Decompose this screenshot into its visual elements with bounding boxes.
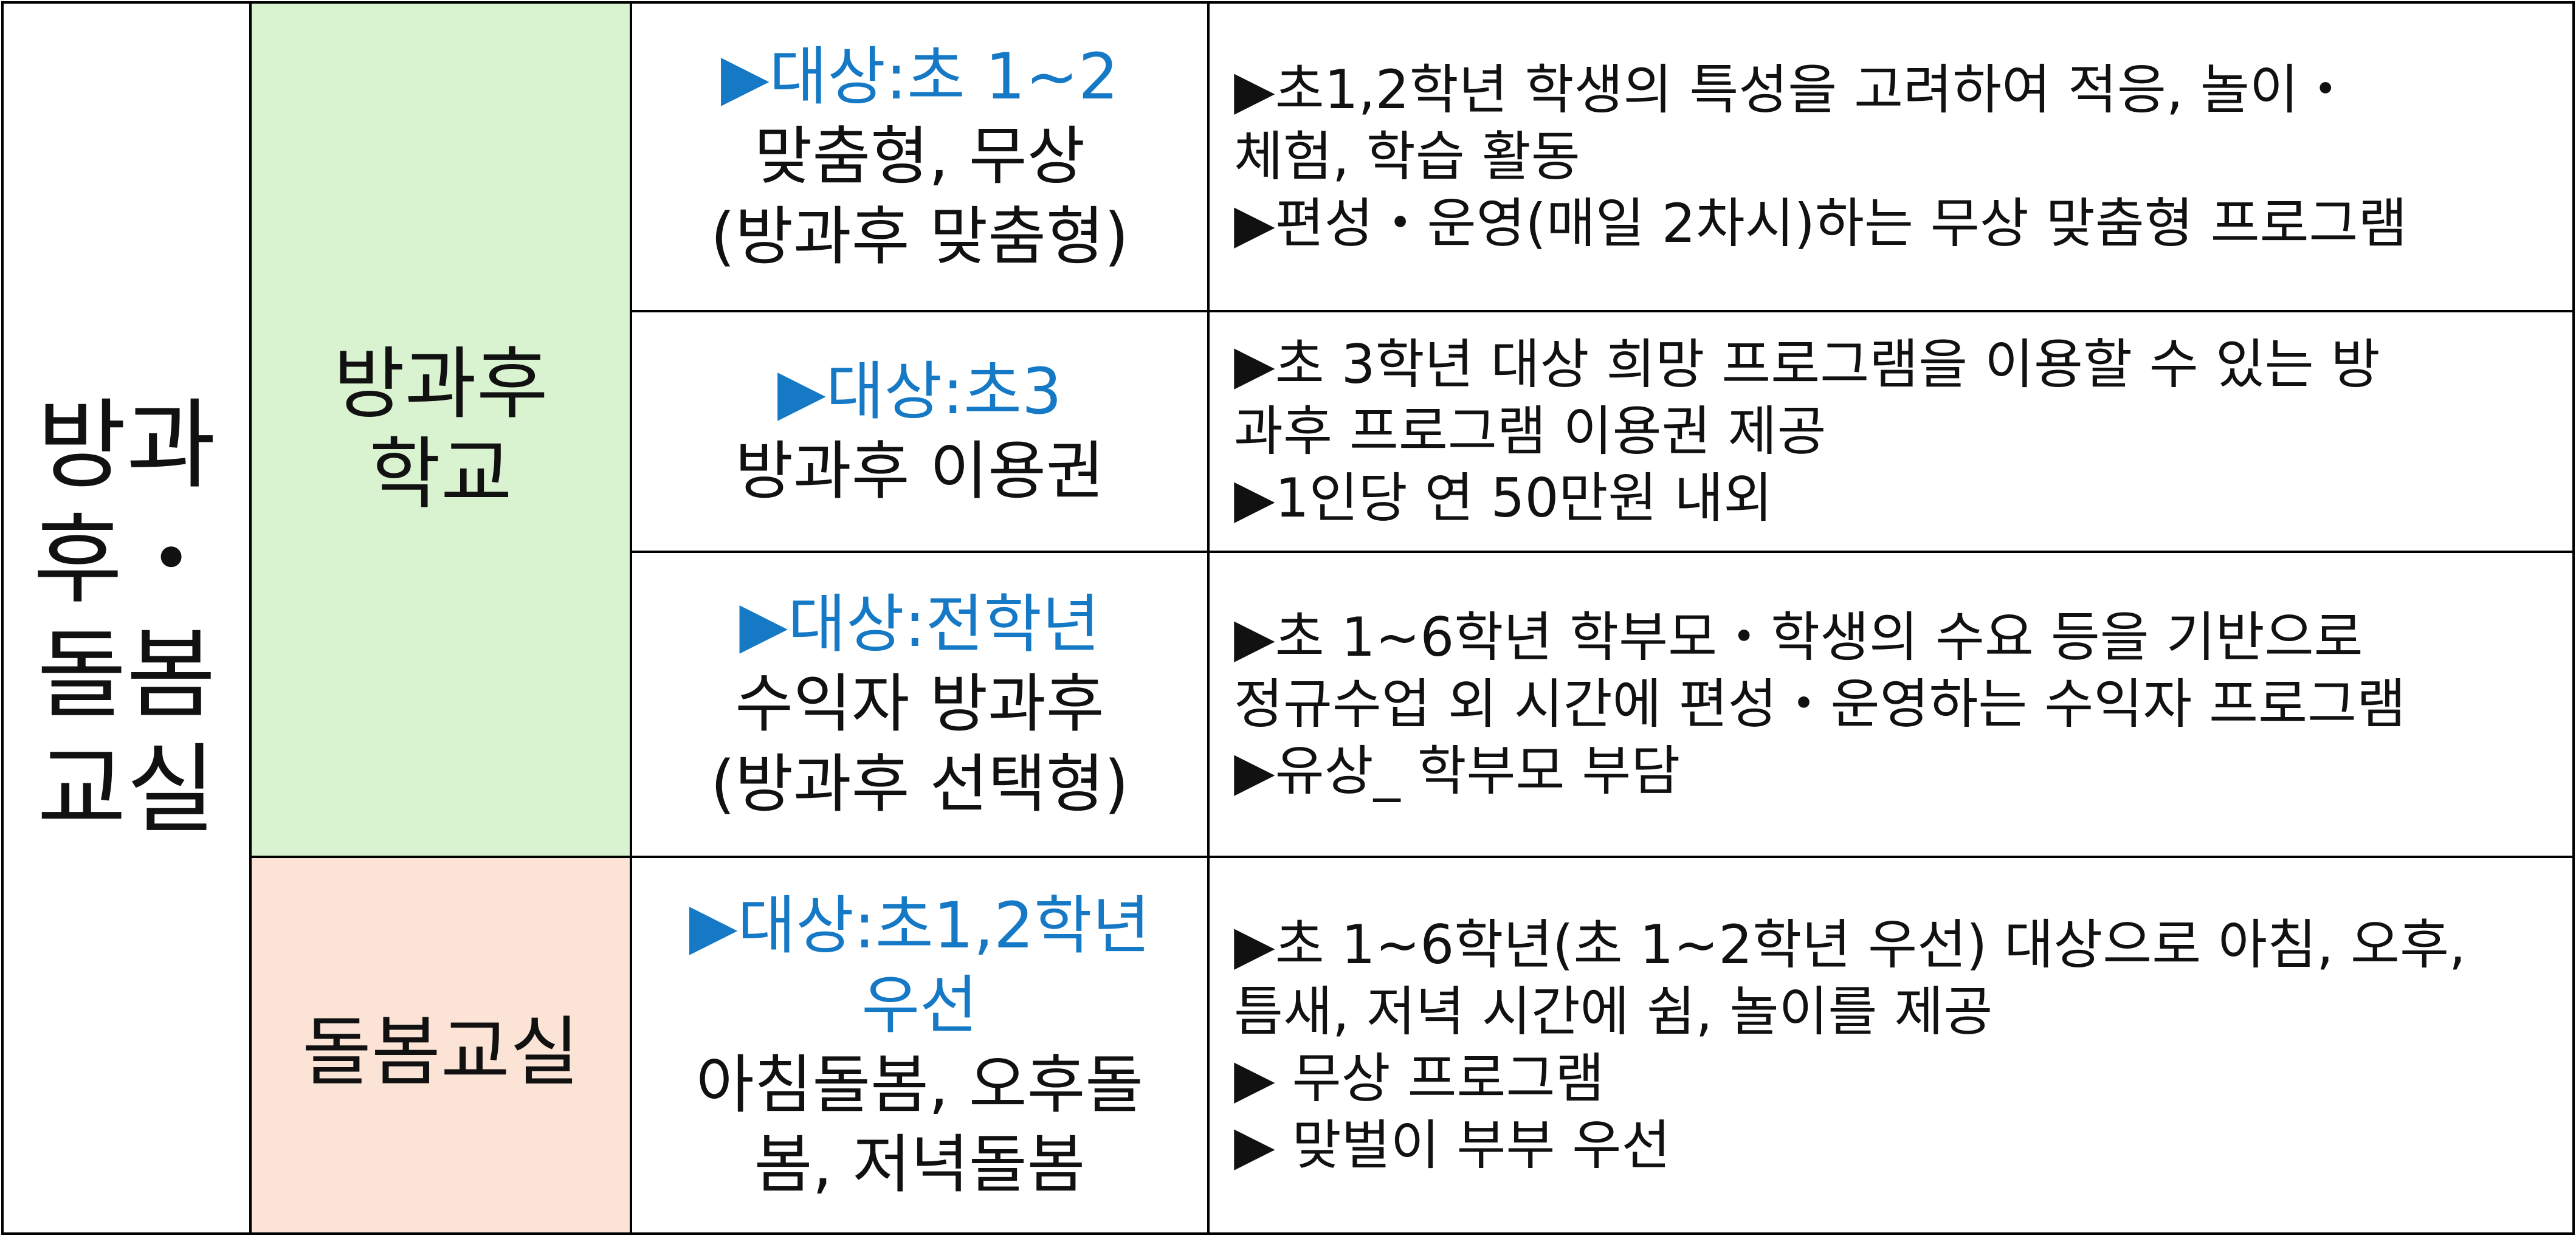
program-target: ▶대상:초1,2학년 [689, 888, 1151, 963]
subcategory-label: 돌봄교실 [301, 1009, 580, 1096]
program-name-cell: ▶대상:초 1~2 맞춤형, 무상 (방과후 맞춤형) [630, 1, 1210, 312]
category-line: 교실 [36, 732, 216, 847]
detail-line: ▶1인당 연 50만원 내외 [1234, 467, 1773, 529]
program-detail-cell: ▶초 3학년 대상 희망 프로그램을 이용할 수 있는 방 과후 프로그램 이용… [1207, 310, 2575, 553]
category-cell: 방과 후・ 돌봄 교실 [1, 1, 252, 1235]
program-detail-cell: ▶초 1~6학년 학부모・학생의 수요 등을 기반으로 정규수업 외 시간에 편… [1207, 551, 2575, 858]
detail-line: 체험, 학습 활동 [1234, 125, 1580, 188]
detail-line: ▶편성・운영(매일 2차시)하는 무상 맞춤형 프로그램 [1234, 192, 2408, 255]
program-target: ▶대상:초 1~2 [720, 40, 1119, 114]
subcategory-label: 방과후 [333, 338, 548, 430]
detail-line: ▶초1,2학년 학생의 특성을 고려하여 적응, 놀이・ [1234, 58, 2352, 121]
program-target: ▶대상:초3 [777, 354, 1062, 428]
program-name-cell: ▶대상:초1,2학년 우선 아침돌봄, 오후돌 봄, 저녁돌봄 [630, 856, 1210, 1235]
program-name: (방과후 맞춤형) [710, 199, 1129, 273]
program-name-cell: ▶대상:전학년 수익자 방과후 (방과후 선택형) [630, 551, 1210, 858]
program-name: 수익자 방과후 [735, 667, 1104, 741]
category-line: 방과 [36, 388, 216, 503]
subcategory-care-room: 돌봄교실 [249, 856, 632, 1235]
program-detail-cell: ▶초1,2학년 학생의 특성을 고려하여 적응, 놀이・ 체험, 학습 활동 ▶… [1207, 1, 2575, 312]
program-name: 맞춤형, 무상 [754, 119, 1086, 194]
program-detail-cell: ▶초 1~6학년(초 1~2학년 우선) 대상으로 아침, 오후, 틈새, 저녁… [1207, 856, 2575, 1235]
detail-line: ▶초 3학년 대상 희망 프로그램을 이용할 수 있는 방 [1234, 333, 2380, 396]
subcategory-after-school: 방과후 학교 [249, 1, 632, 858]
program-target: 우선 [861, 967, 978, 1042]
detail-line: ▶ 맞벌이 부부 우선 [1234, 1114, 1671, 1177]
program-name: (방과후 선택형) [710, 746, 1129, 821]
program-name: 방과후 이용권 [735, 434, 1104, 508]
detail-line: ▶초 1~6학년(초 1~2학년 우선) 대상으로 아침, 오후, [1234, 913, 2466, 976]
subcategory-label: 학교 [369, 429, 512, 520]
category-line: 후・ [33, 503, 220, 617]
program-target: ▶대상:전학년 [739, 587, 1100, 662]
detail-line: 틈새, 저녁 시간에 쉼, 놀이를 제공 [1234, 980, 1993, 1043]
detail-line: 과후 프로그램 이용권 제공 [1234, 400, 1827, 462]
program-name-cell: ▶대상:초3 방과후 이용권 [630, 310, 1210, 553]
detail-line: 정규수업 외 시간에 편성・운영하는 수익자 프로그램 [1234, 673, 2406, 735]
detail-line: ▶유상_ 학부모 부담 [1234, 740, 1681, 802]
detail-line: ▶초 1~6학년 학부모・학생의 수요 등을 기반으로 [1234, 606, 2363, 668]
program-name: 아침돌봄, 오후돌 [696, 1048, 1143, 1122]
category-line: 돌봄 [36, 618, 216, 732]
program-name: 봄, 저녁돌봄 [754, 1127, 1086, 1202]
detail-line: ▶ 무상 프로그램 [1234, 1047, 1605, 1110]
